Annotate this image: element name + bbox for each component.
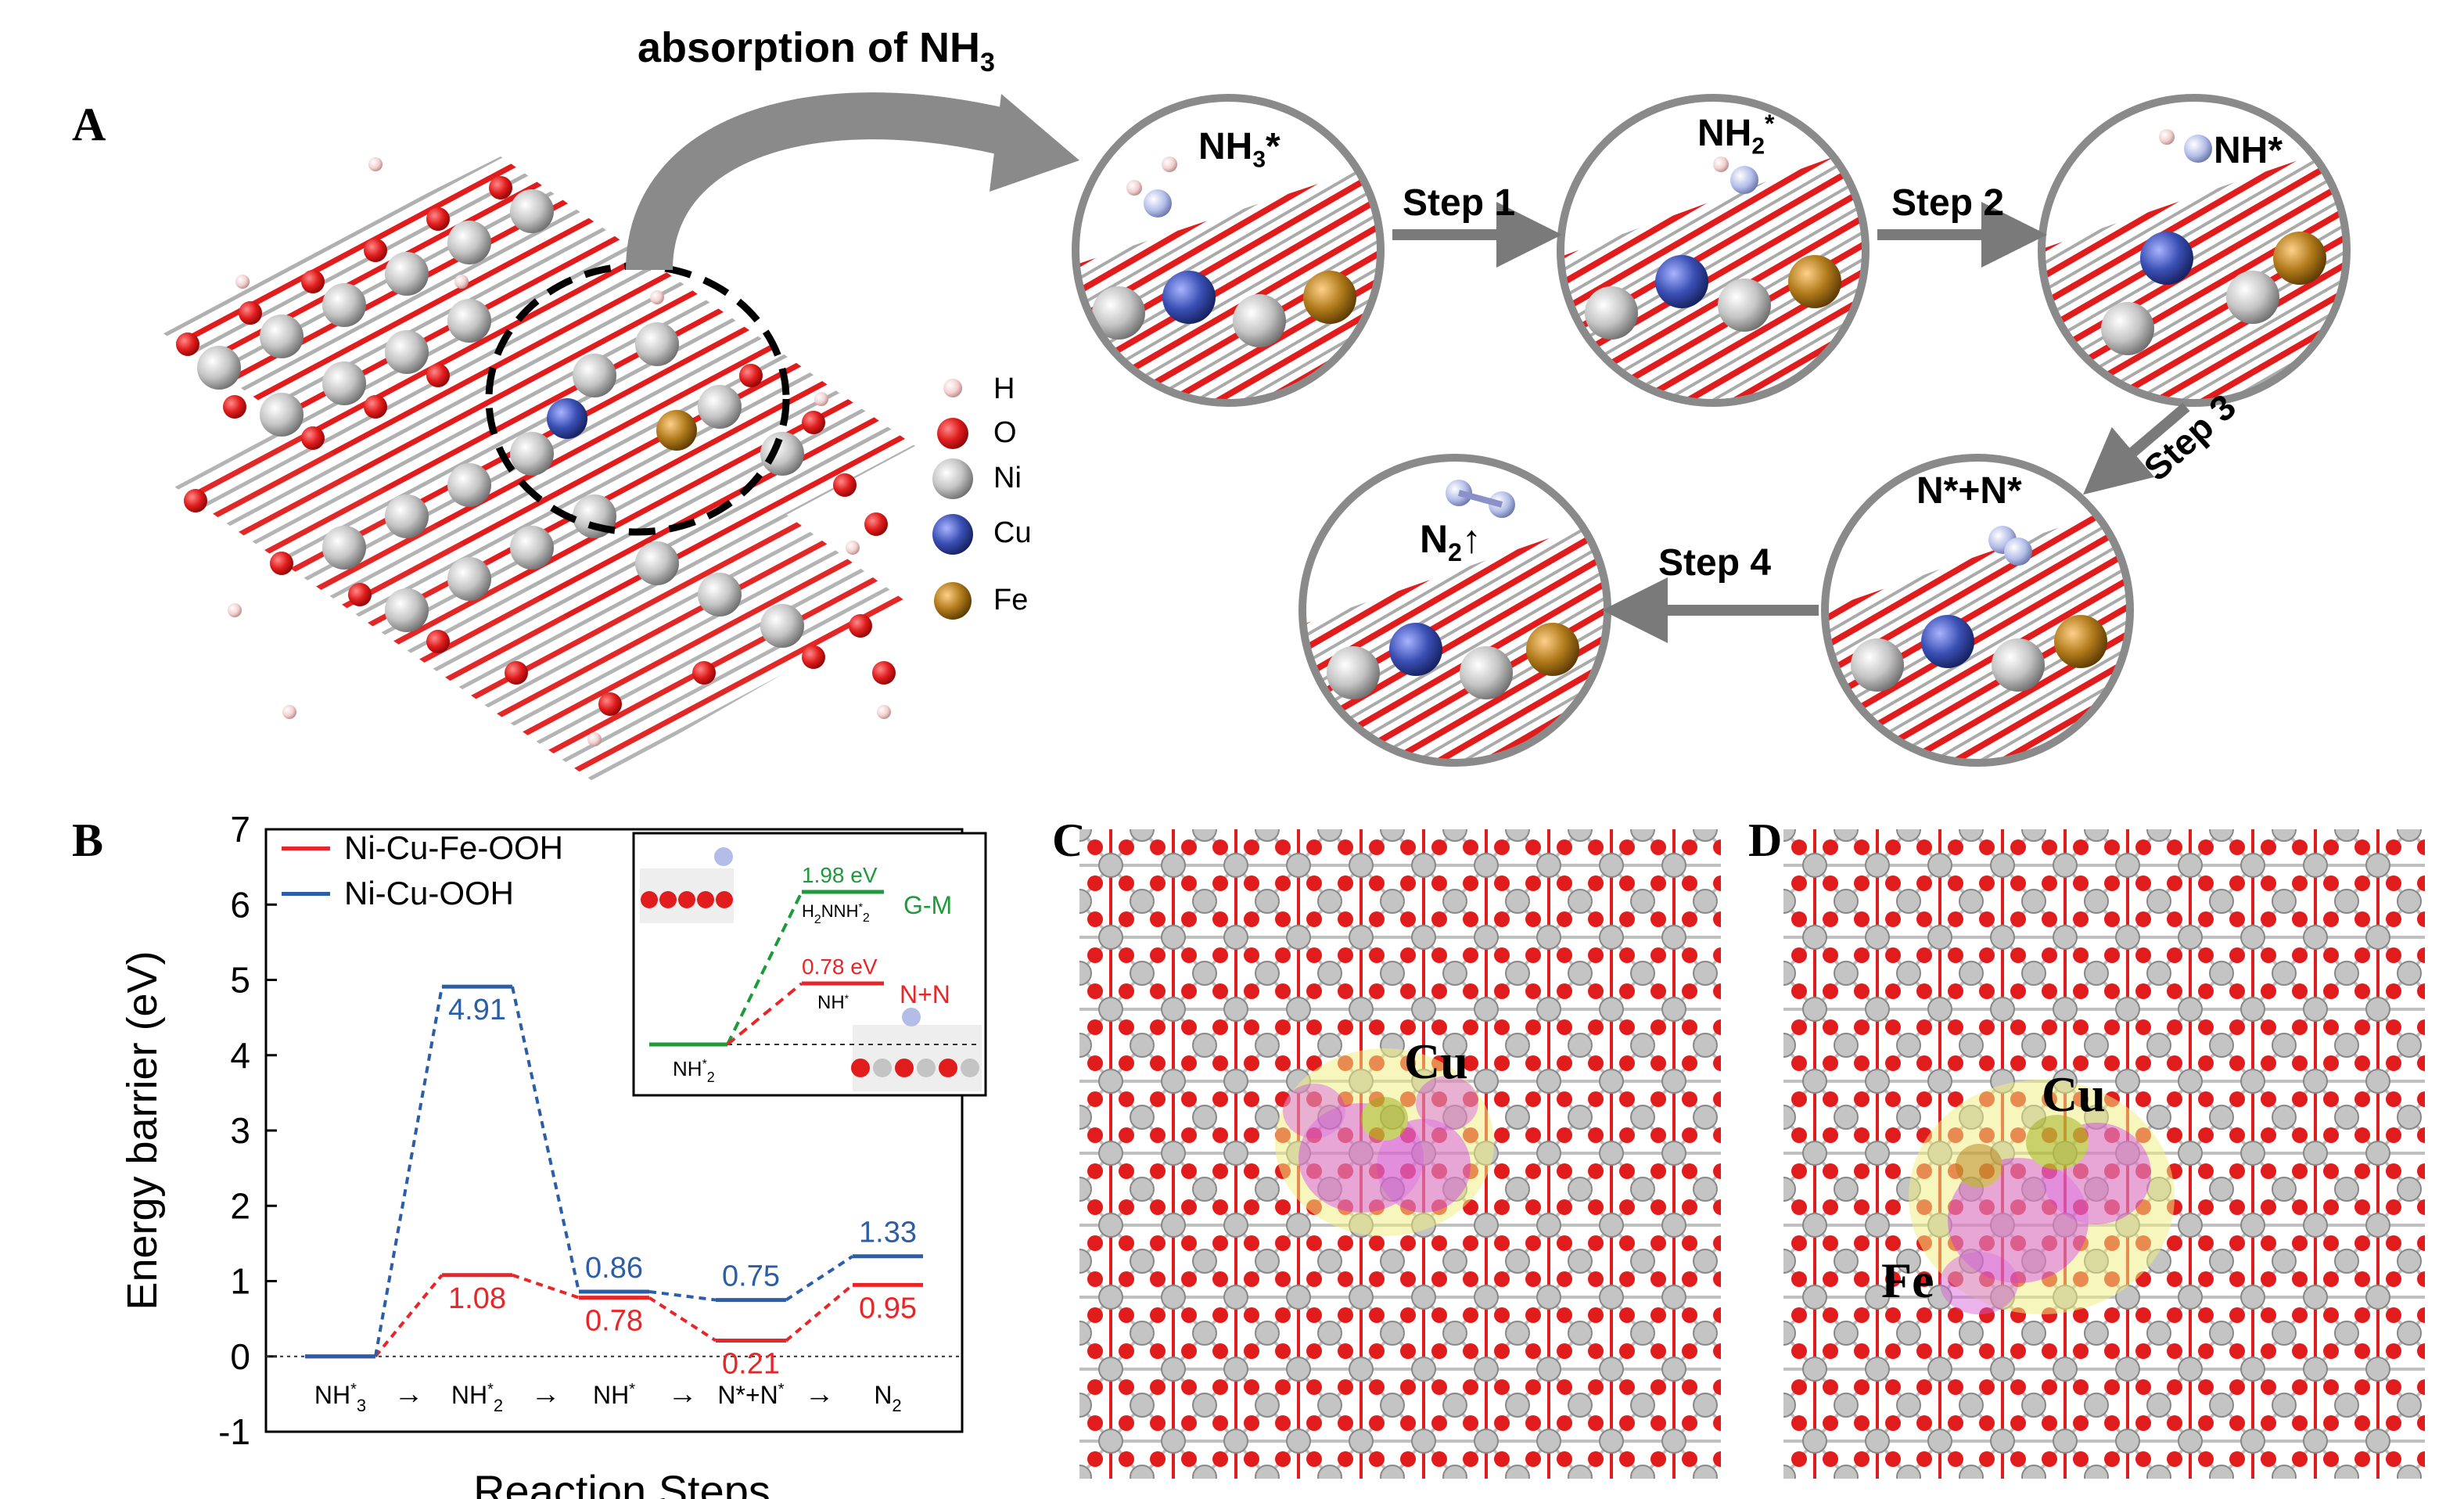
inset-atom xyxy=(641,891,658,908)
step-label-1: Step 1 xyxy=(1403,182,1516,224)
inset-red-value: 0.78 eV xyxy=(802,954,878,979)
y-tick-label: 2 xyxy=(230,1185,250,1226)
step-label-4: Step 4 xyxy=(1658,542,1772,584)
data-label-cu-2: 0.86 xyxy=(585,1252,643,1285)
transition-dash-cu-0 xyxy=(374,986,444,1357)
panel-a: absorption of NH3 xyxy=(156,24,2351,782)
inset-atom xyxy=(917,1059,936,1077)
state-label-nh3: NH3* xyxy=(1198,126,1280,173)
x-axis-label: Reaction Steps xyxy=(473,1466,770,1499)
data-label-cu-3: 0.75 xyxy=(722,1260,780,1293)
y-tick-label: 1 xyxy=(230,1261,250,1302)
panel-d-structure xyxy=(1783,829,2425,1479)
panel-a-graphics xyxy=(156,92,2351,782)
x-category-arrow: → xyxy=(531,1378,561,1411)
x-category-label: NH*2 xyxy=(451,1381,503,1415)
legend-label-o: O xyxy=(993,416,1017,449)
inset-atom xyxy=(659,891,677,908)
legend-label-h: H xyxy=(993,372,1015,405)
state-circle-2 xyxy=(1561,98,1866,403)
x-category-label: NH* xyxy=(593,1381,635,1409)
inset-atom xyxy=(902,1008,921,1026)
y-tick-label: -1 xyxy=(218,1411,250,1452)
panel-letter-d: D xyxy=(1748,814,1783,866)
state-label-n-n: N*+N* xyxy=(1916,470,2022,512)
transition-dash-fe-1 xyxy=(512,1273,580,1299)
inset-green-value: 1.98 eV xyxy=(802,863,878,887)
inset-atom xyxy=(939,1059,957,1077)
y-tick-label: 7 xyxy=(230,809,250,850)
inset-atom xyxy=(697,891,714,908)
legend-swatch-red xyxy=(282,846,330,850)
x-category-label: N*+N* xyxy=(717,1381,784,1409)
x-category-label: N2 xyxy=(874,1381,901,1415)
data-label-fe-3: 0.21 xyxy=(722,1348,780,1381)
inset-atom xyxy=(714,847,733,866)
inset-green-dash xyxy=(726,891,803,1045)
legend-swatch-blue xyxy=(282,891,330,896)
inset-red-dash xyxy=(726,982,803,1046)
state-circle-5 xyxy=(1302,458,1607,763)
data-label-cu-4: 1.33 xyxy=(859,1217,917,1249)
transition-dash-cu-3 xyxy=(785,1255,854,1302)
inset-red-tag: N+N xyxy=(900,980,950,1008)
legend-label-cu: Cu xyxy=(993,516,1032,549)
inset-green-tag: G-M xyxy=(903,891,952,919)
absorption-arrow xyxy=(626,92,1015,271)
x-category-arrow: → xyxy=(805,1378,835,1411)
transition-dash-fe-2 xyxy=(648,1296,717,1343)
state-label-n2: N2↑ xyxy=(1420,517,1482,566)
x-category-arrow: → xyxy=(668,1378,698,1411)
y-tick-label: 6 xyxy=(230,884,250,925)
transition-dash-cu-1 xyxy=(511,986,580,1292)
chart-legend: Ni-Cu-Fe-OOH Ni-Cu-OOH xyxy=(282,825,563,916)
step-label-2: Step 2 xyxy=(1891,182,2005,224)
panel-c-structure xyxy=(1079,829,1721,1479)
data-label-fe-4: 0.95 xyxy=(859,1292,917,1325)
inset-atom xyxy=(851,1059,870,1077)
inset-atom xyxy=(678,891,695,908)
legend-item-ni-cu-ooh: Ni-Cu-OOH xyxy=(282,871,563,916)
inset-structure-bottom xyxy=(853,1025,982,1091)
transition-dash-fe-3 xyxy=(785,1283,854,1343)
inset-atom xyxy=(873,1059,892,1077)
panel-letter-b: B xyxy=(72,814,104,866)
y-tick-label: 4 xyxy=(230,1035,250,1076)
inset-red-species: NH* xyxy=(817,992,849,1013)
y-tick-label: 5 xyxy=(230,960,250,1001)
panel-letter-a: A xyxy=(72,99,106,150)
legend-label-fe: Fe xyxy=(993,584,1029,616)
y-axis-label: Energy barrier (eV) xyxy=(119,951,166,1310)
x-category-arrow: → xyxy=(394,1378,424,1411)
state-circle-1 xyxy=(1076,98,1381,403)
state-label-nh2: NH2* xyxy=(1697,110,1775,160)
absorption-label: absorption of NH3 xyxy=(638,24,995,77)
y-tick-label: 0 xyxy=(230,1336,250,1377)
transition-dash-fe-0 xyxy=(374,1274,444,1358)
state-circle-4 xyxy=(1825,458,2130,763)
step-arrows xyxy=(1392,202,2190,643)
data-label-cu-1: 4.91 xyxy=(448,994,506,1026)
inset-atom xyxy=(895,1059,914,1077)
panel-c-cu-label: Cu xyxy=(1404,1033,1468,1089)
state-label-nh: NH* xyxy=(2214,130,2283,171)
bulk-slab-structure xyxy=(156,156,915,782)
transition-dash-cu-2 xyxy=(648,1289,717,1302)
legend-item-ni-cu-fe-ooh: Ni-Cu-Fe-OOH xyxy=(282,825,563,871)
state-circle-3 xyxy=(2042,98,2347,403)
data-label-fe-1: 1.08 xyxy=(448,1282,506,1315)
atom-legend xyxy=(932,379,973,620)
panel-d-cu-label: Cu xyxy=(2042,1066,2106,1122)
x-category-label: NH*3 xyxy=(314,1381,366,1415)
inset-atom xyxy=(716,891,733,908)
inset-atom xyxy=(961,1059,979,1077)
y-tick-label: 3 xyxy=(230,1110,250,1151)
data-label-fe-2: 0.78 xyxy=(585,1305,643,1338)
panel-d-fe-label: Fe xyxy=(1881,1253,1934,1308)
legend-label-ni: Ni xyxy=(993,462,1022,494)
